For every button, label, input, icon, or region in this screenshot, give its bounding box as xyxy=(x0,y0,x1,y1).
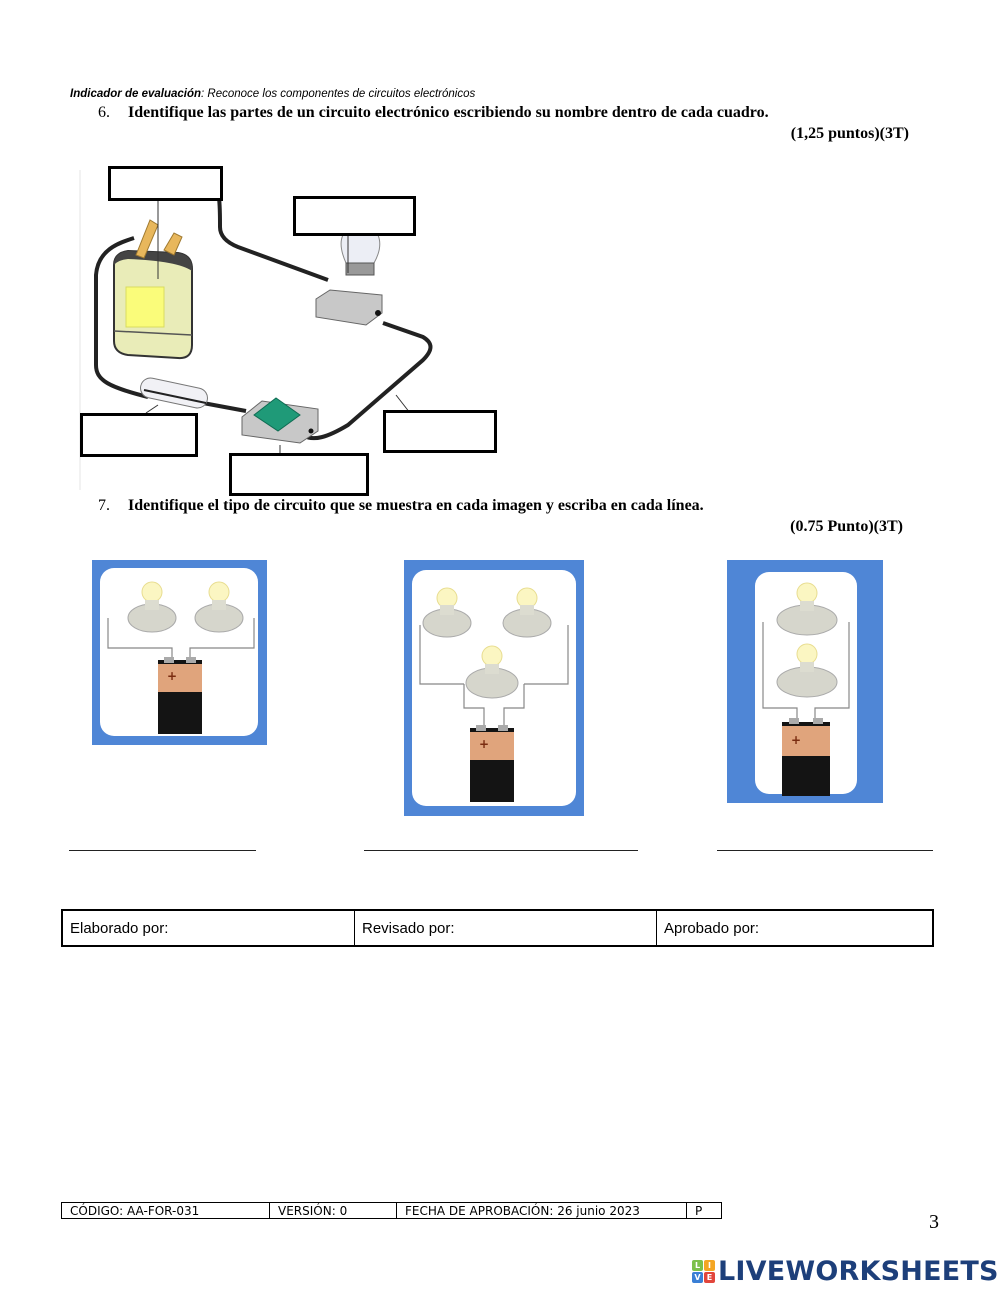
footer-table: CÓDIGO: AA-FOR-031 VERSIÓN: 0 FECHA DE A… xyxy=(61,1202,722,1219)
answer-box-switch[interactable] xyxy=(229,453,369,496)
brand-tile-v: V xyxy=(692,1272,703,1283)
lamp-icon xyxy=(127,581,177,633)
footer-fecha: FECHA DE APROBACIÓN: 26 junio 2023 xyxy=(397,1203,687,1218)
switch-illustration xyxy=(241,397,319,444)
answer-line-1[interactable] xyxy=(69,832,260,852)
aprobado-cell: Aprobado por: xyxy=(664,919,760,937)
answer-line-3[interactable] xyxy=(717,832,937,852)
brand-name: LIVEWORKSHEETS xyxy=(718,1256,999,1287)
question-6-points: (1,25 puntos)(3T) xyxy=(790,125,909,142)
circuit-image-series: + xyxy=(92,560,267,745)
brand-tile-i: I xyxy=(704,1260,715,1271)
lamp-icon xyxy=(502,587,552,638)
question-6-number: 6. xyxy=(98,104,110,121)
brand-tile-e: E xyxy=(704,1272,715,1283)
answer-input-wire[interactable] xyxy=(386,413,494,450)
footer-p: P xyxy=(695,1203,703,1218)
svg-text:+: + xyxy=(479,737,489,751)
answer-line-2-input[interactable] xyxy=(364,832,642,852)
battery-icon: + xyxy=(470,725,514,802)
question-7: 7. Identifique el tipo de circuito que se… xyxy=(98,497,704,515)
lamp-icon xyxy=(422,587,472,638)
answer-input-fuse[interactable] xyxy=(83,416,195,454)
answer-box-fuse[interactable] xyxy=(80,413,198,457)
answer-input-battery[interactable] xyxy=(111,169,220,198)
answer-line-1-input[interactable] xyxy=(69,832,260,852)
question-6-text: Identifique las partes de un circuito el… xyxy=(128,104,769,121)
answer-box-bulb[interactable] xyxy=(293,196,416,236)
footer-codigo: CÓDIGO: AA-FOR-031 xyxy=(62,1203,270,1218)
question-7-number: 7. xyxy=(98,497,110,514)
lamp-icon xyxy=(776,582,838,636)
signature-table: Elaborado por: Revisado por: Aprobado po… xyxy=(61,909,934,947)
lamp-icon xyxy=(194,581,244,633)
circuit-diagram xyxy=(79,170,433,490)
page-number: 3 xyxy=(929,1211,939,1233)
revisado-cell: Revisado por: xyxy=(355,911,657,945)
circuit-image-mixed: + xyxy=(404,560,584,816)
wire-fuse-switch xyxy=(202,401,247,413)
fuse-illustration xyxy=(140,377,208,409)
svg-text:+: + xyxy=(167,669,177,683)
answer-box-battery[interactable] xyxy=(108,166,223,201)
footer-version: VERSIÓN: 0 xyxy=(270,1203,397,1218)
circuit-wires xyxy=(107,618,255,660)
wire-left xyxy=(94,236,149,399)
circuit-wires xyxy=(419,625,569,725)
battery-icon: + xyxy=(158,657,202,734)
svg-text:+: + xyxy=(791,733,801,747)
answer-line-2[interactable] xyxy=(364,832,642,852)
answer-input-switch[interactable] xyxy=(232,456,366,493)
battery-icon: + xyxy=(782,718,830,796)
answer-input-bulb[interactable] xyxy=(296,199,413,233)
lamp-icon xyxy=(465,645,519,699)
bulb-illustration xyxy=(315,220,383,326)
answer-box-wire[interactable] xyxy=(383,410,497,453)
question-7-points: (0.75 Punto)(3T) xyxy=(790,518,903,535)
indicator-label: Indicador de evaluación xyxy=(70,88,202,100)
brand-tile-l: L xyxy=(692,1260,703,1271)
question-6: 6. Identifique las partes de un circuito … xyxy=(98,104,769,122)
liveworksheets-icon: L I V E xyxy=(692,1260,715,1283)
pointer-fuse xyxy=(145,404,159,414)
elaborado-cell: Elaborado por: xyxy=(63,911,355,945)
wire-right xyxy=(301,321,433,441)
liveworksheets-logo[interactable]: L I V E LIVEWORKSHEETS xyxy=(692,1256,999,1287)
battery-illustration xyxy=(113,219,193,360)
indicator-text: : Reconoce los componentes de circuitos … xyxy=(201,88,476,100)
circuit-image-parallel: + xyxy=(727,560,883,803)
lamp-icon xyxy=(776,643,838,698)
answer-line-3-input[interactable] xyxy=(717,832,937,852)
question-7-text: Identifique el tipo de circuito que se m… xyxy=(128,497,704,514)
evaluation-indicator: Indicador de evaluación: Reconoce los co… xyxy=(70,88,475,100)
circuit-wires xyxy=(762,622,850,718)
